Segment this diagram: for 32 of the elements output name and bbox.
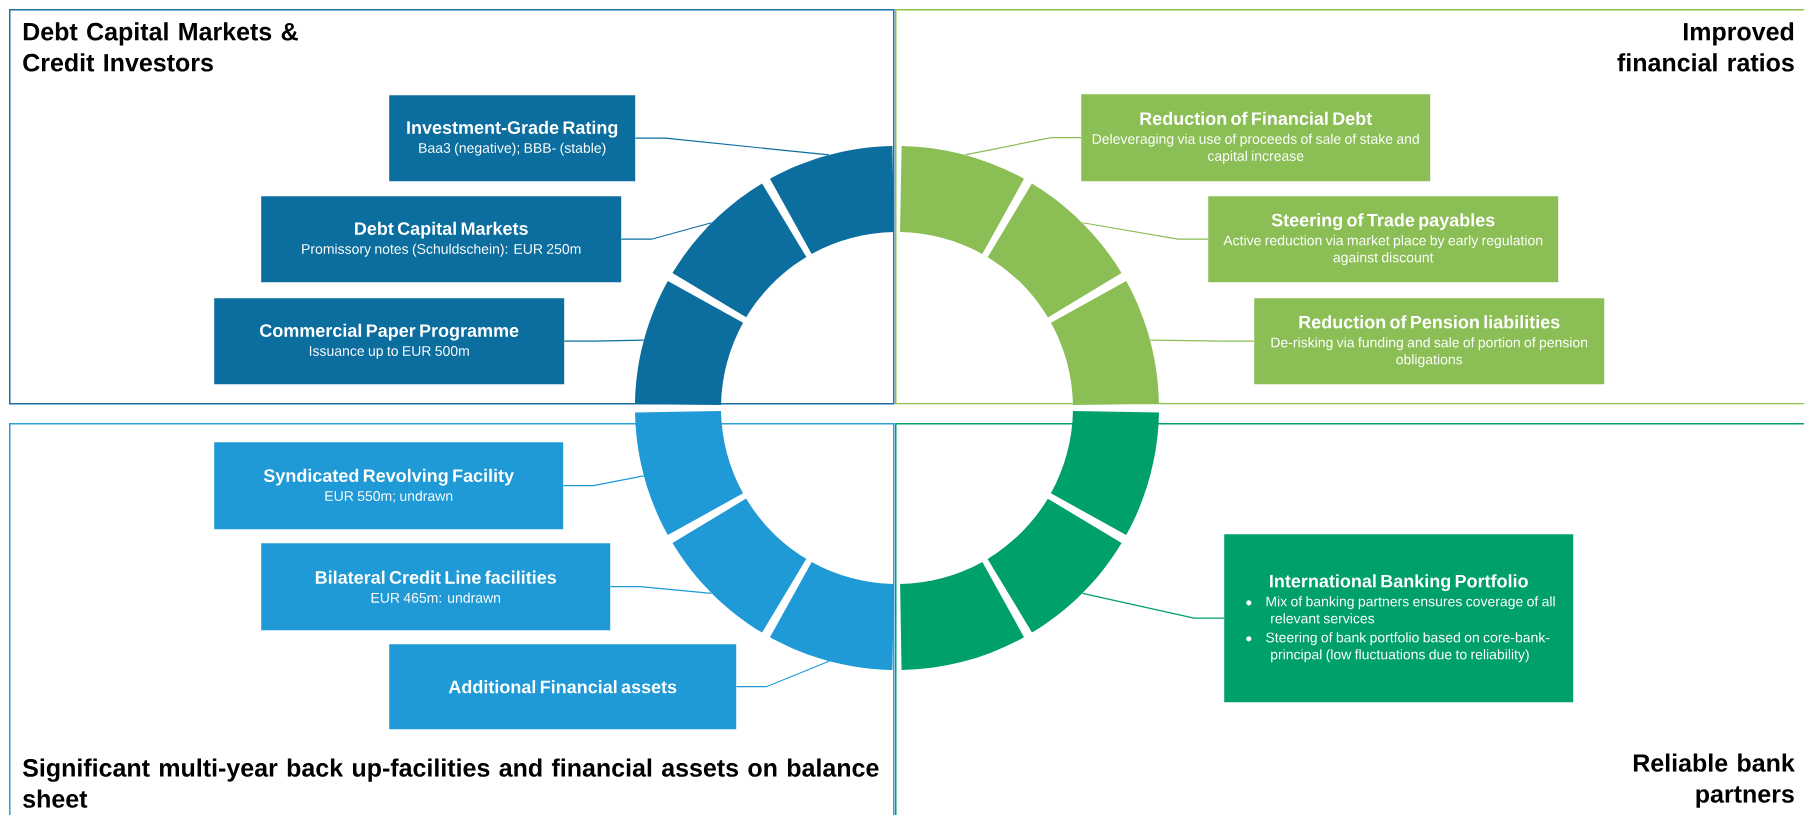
- ring-segment: [1050, 281, 1159, 405]
- leader-line: [609, 586, 713, 594]
- ring-segment: [770, 146, 894, 255]
- info-box: Commercial Paper Programme Issuance up to EUR 500m: [214, 298, 565, 385]
- info-box: Steering of Trade payables Active reduction via market place by early regulation against discount: [1208, 196, 1559, 283]
- leader-line: [735, 660, 830, 688]
- leader-line: [562, 475, 645, 487]
- info-box: Additional Financial assets: [389, 644, 737, 730]
- ring-segment: [987, 498, 1122, 633]
- leader-line: [1081, 592, 1225, 619]
- ring-segment: [672, 498, 807, 633]
- info-box: Reduction of Financial Debt Deleveraging via use of proceeds of sale of stake and capital increase: [1081, 94, 1431, 182]
- leader-line: [563, 339, 645, 342]
- ring-segment: [769, 561, 894, 670]
- ring-segment: [900, 146, 1025, 255]
- info-box: Debt Capital Markets Promissory notes (Schuldschein): EUR 250m: [261, 196, 622, 283]
- leader-line: [634, 137, 830, 156]
- info-box: Syndicated Revolving Facility EUR 550m; undrawn: [214, 442, 564, 530]
- ring-segment: [672, 183, 807, 318]
- ring-segment: [987, 183, 1122, 318]
- leader-line: [620, 222, 713, 240]
- info-box: Reduction of Pension liabilities De-risking via funding and sale of portion of pension obligations: [1254, 298, 1605, 385]
- leader-line: [964, 137, 1082, 156]
- info-box: Investment-Grade Rating Baa3 (negative); BBB- (stable): [389, 95, 636, 182]
- ring-segment: [1050, 411, 1159, 536]
- info-box: International Banking Portfolio Mix of banking partners ensures coverage of all relevant services Steering of bank portfolio based on core-bank-principal (low fluctuations due to reliability): [1224, 534, 1574, 703]
- ring-segment: [635, 411, 744, 535]
- ring-segment: [635, 280, 744, 405]
- ring-segment: [900, 561, 1024, 670]
- info-box: Bilateral Credit Line facilities EUR 465m: undrawn: [261, 543, 611, 631]
- leader-line: [1149, 339, 1255, 342]
- leader-line: [1081, 222, 1209, 240]
